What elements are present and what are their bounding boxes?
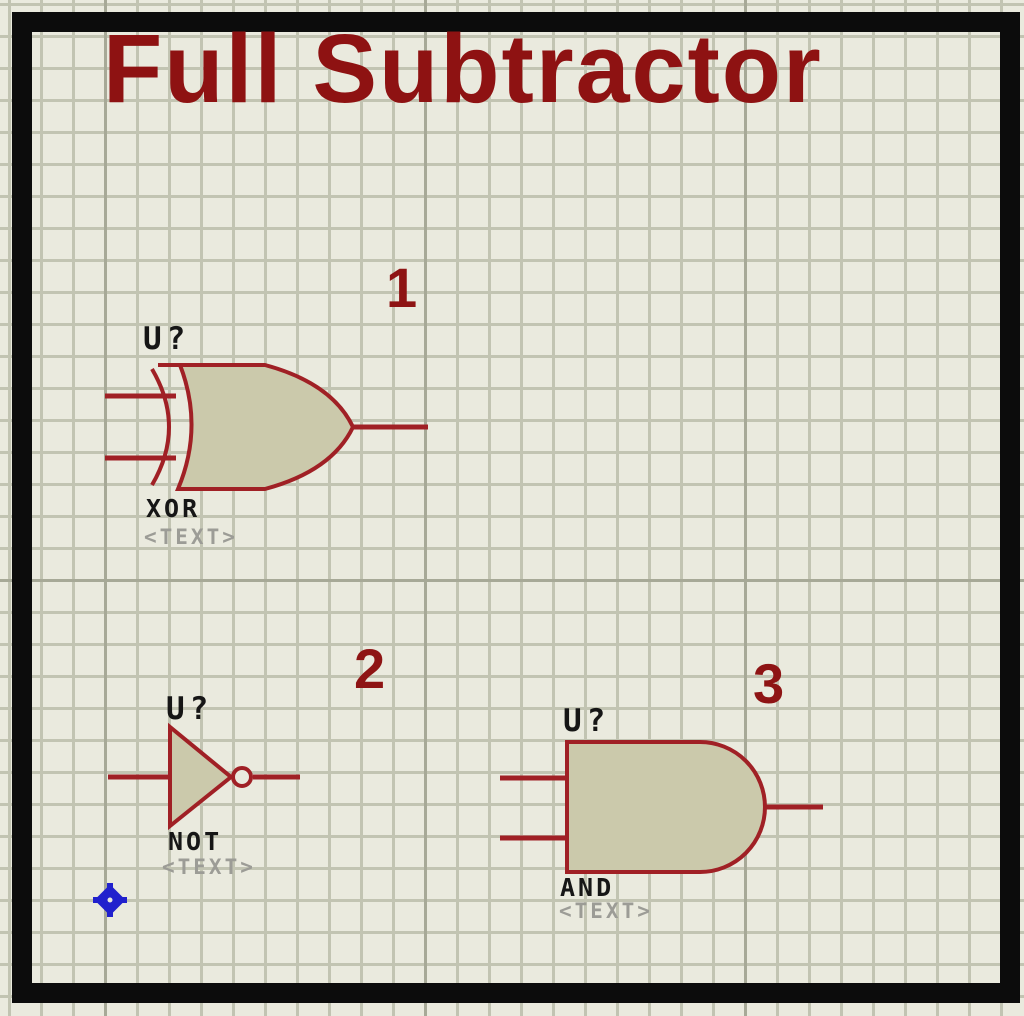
xor-type-label: XOR <box>146 494 201 523</box>
xor-input-arc <box>150 367 171 487</box>
annotation-number-1: 1 <box>386 256 418 319</box>
not-text-placeholder[interactable]: <TEXT> <box>162 855 256 879</box>
xor-gate[interactable] <box>100 350 435 500</box>
and-gate-shape[interactable] <box>565 740 767 874</box>
and-text-placeholder[interactable]: <TEXT> <box>559 899 653 923</box>
not-inversion-bubble <box>231 766 253 788</box>
grid-major-line <box>104 0 107 1016</box>
grid-major-line <box>744 0 747 1016</box>
annotation-number-3: 3 <box>753 652 785 715</box>
grid-major-line <box>424 0 427 1016</box>
grid-major-line <box>0 579 1024 582</box>
xor-text-placeholder[interactable]: <TEXT> <box>144 525 238 549</box>
and-ref-label[interactable]: U? <box>563 703 611 739</box>
not-type-label: NOT <box>168 827 223 856</box>
sheet-border <box>12 12 1020 1003</box>
annotation-number-2: 2 <box>354 637 386 700</box>
origin-marker-icon <box>93 883 127 917</box>
page-title: Full Subtractor <box>103 14 823 123</box>
not-gate-shape[interactable] <box>168 722 235 831</box>
xor-gate-shape[interactable] <box>174 363 356 491</box>
and-type-label: AND <box>560 873 615 902</box>
xor-ref-label[interactable]: U? <box>143 321 191 357</box>
not-ref-label[interactable]: U? <box>166 691 214 727</box>
and-gate[interactable] <box>490 735 830 880</box>
not-gate[interactable] <box>100 720 310 835</box>
